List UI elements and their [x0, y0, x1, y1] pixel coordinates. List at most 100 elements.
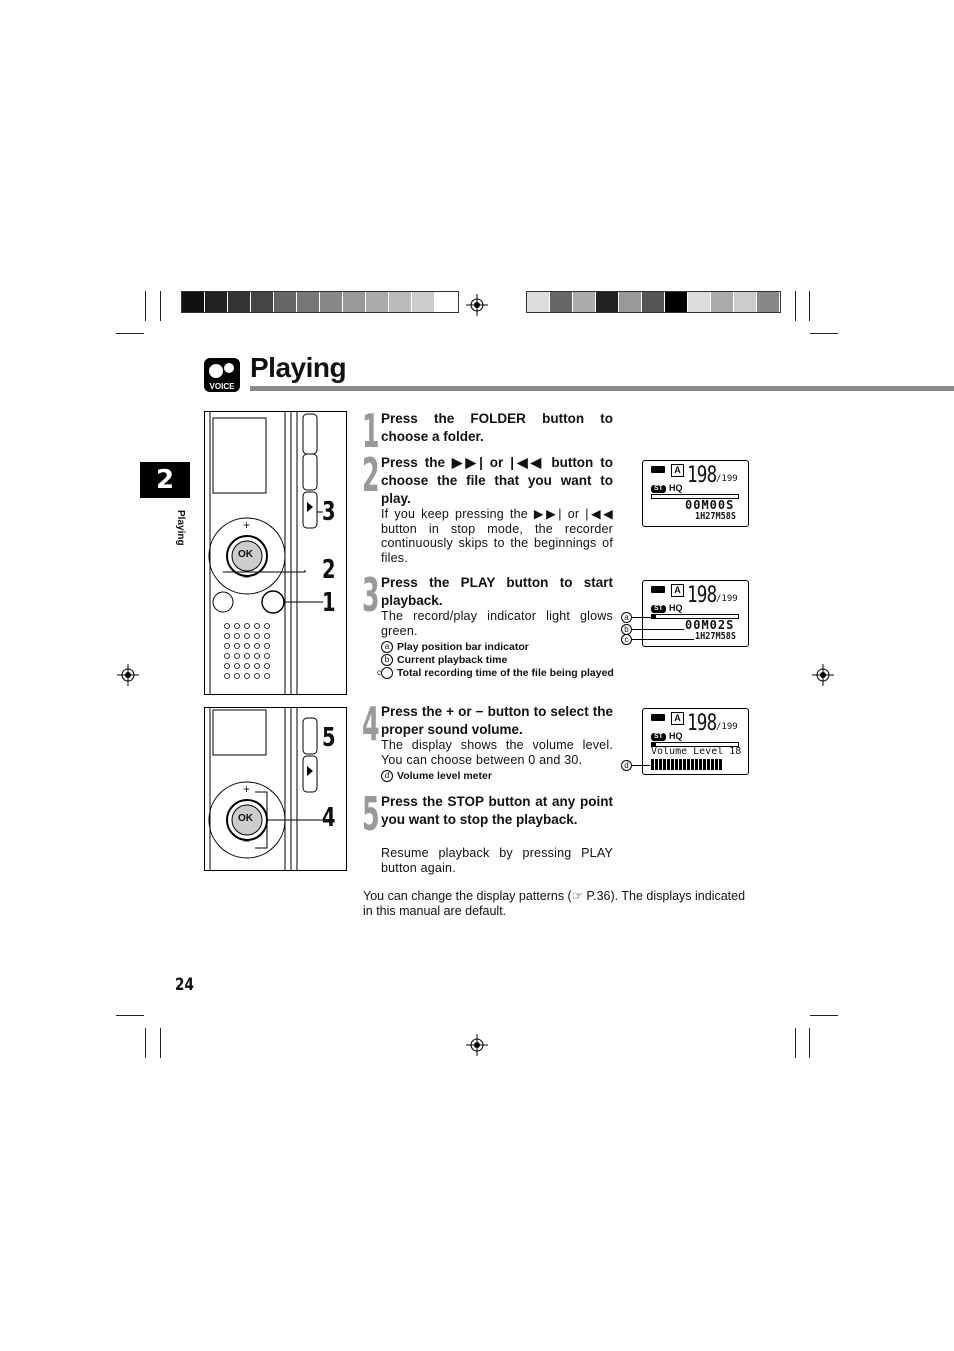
volume-bar — [675, 759, 678, 770]
volume-bar — [663, 759, 666, 770]
callout-label-c: c — [621, 634, 632, 645]
registration-target-icon — [466, 294, 488, 316]
stereo-badge: ST — [651, 605, 666, 613]
callout-3: 3 — [322, 497, 336, 527]
crop-mark — [809, 291, 810, 321]
legend-key: d — [381, 770, 393, 782]
file-length: 1H27M58S — [695, 631, 736, 642]
legend-text: Total recording time of the file being p… — [397, 667, 614, 679]
minus-label: − — [243, 570, 251, 584]
color-swatch — [182, 292, 205, 312]
volume-bar — [695, 759, 698, 770]
file-number: 198 — [687, 583, 717, 608]
file-number: 198 — [687, 711, 717, 736]
crop-mark — [145, 1028, 146, 1058]
voice-icon-text: VOICE — [210, 382, 236, 391]
color-swatch — [642, 292, 665, 312]
volume-bar — [707, 759, 710, 770]
mode-indicator: HQ — [669, 483, 683, 493]
color-swatch — [343, 292, 366, 312]
registration-strip-left — [181, 291, 459, 313]
pointer-line — [632, 629, 684, 630]
pointer-line — [632, 639, 694, 640]
file-length: 1H27M58S — [695, 511, 736, 522]
color-swatch — [228, 292, 251, 312]
battery-icon — [651, 714, 665, 721]
step-5-heading: Press the STOP button at any point you w… — [381, 794, 613, 827]
color-swatch — [274, 292, 297, 312]
volume-level-meter — [651, 759, 722, 770]
color-swatch — [297, 292, 320, 312]
volume-bar — [671, 759, 674, 770]
stereo-badge: ST — [651, 733, 666, 741]
volume-bar — [703, 759, 706, 770]
crop-mark — [795, 291, 796, 321]
color-swatch — [205, 292, 228, 312]
callout-1: 1 — [322, 588, 336, 618]
callout-2: 2 — [322, 555, 336, 585]
step-number-2: 2 — [362, 448, 380, 502]
crop-mark — [810, 1015, 838, 1016]
footer-note: You can change the display patterns (☞ P… — [363, 889, 746, 918]
color-swatch — [596, 292, 619, 312]
volume-bar — [651, 759, 654, 770]
total-files: /199 — [716, 722, 738, 732]
play-position-bar — [651, 494, 739, 499]
current-time: 00M02S — [685, 618, 735, 632]
step-2-heading: Press the ▶▶| or |◀◀ button to choose th… — [381, 455, 613, 506]
step-3-body: The record/play indicator light glows gr… — [381, 609, 613, 638]
volume-bar — [699, 759, 702, 770]
color-swatch — [366, 292, 389, 312]
stereo-badge: ST — [651, 485, 666, 493]
volume-bar — [687, 759, 690, 770]
plus-label: + — [243, 782, 251, 796]
color-swatch — [688, 292, 711, 312]
step-3-heading: Press the PLAY button to start playback. — [381, 575, 613, 608]
folder-indicator: A — [671, 584, 684, 597]
recorder-illustration-bottom: OK + − — [204, 707, 347, 871]
crop-mark — [795, 1028, 796, 1058]
play-position-fill — [652, 743, 657, 746]
minus-label: − — [243, 834, 251, 848]
title-rule — [250, 386, 954, 391]
callout-label-a: a — [621, 612, 632, 623]
callout-4: 4 — [322, 803, 336, 833]
color-swatch — [251, 292, 274, 312]
lcd-display-playing: A ST HQ 198 /199 00M02S 1H27M58S — [642, 580, 749, 647]
pointer-line — [632, 617, 652, 618]
pointer-line — [632, 765, 650, 766]
mode-indicator: HQ — [669, 603, 683, 613]
color-swatch — [573, 292, 596, 312]
crop-mark — [145, 291, 146, 321]
play-position-bar — [651, 742, 739, 747]
play-position-fill — [652, 615, 657, 618]
step-5-body: Resume playback by pressing PLAY button … — [381, 846, 613, 875]
crop-mark — [160, 1028, 161, 1058]
play-position-bar — [651, 614, 739, 619]
volume-bar — [683, 759, 686, 770]
color-swatch — [711, 292, 734, 312]
ok-button-label: OK — [238, 549, 253, 560]
color-swatch — [550, 292, 573, 312]
mode-indicator: HQ — [669, 731, 683, 741]
volume-bar — [719, 759, 722, 770]
color-swatch — [757, 292, 780, 312]
registration-strip-right — [526, 291, 781, 313]
legend-text: Play position bar indicator — [397, 641, 529, 653]
chapter-tab: 2 — [140, 462, 190, 498]
step-4-body: The display shows the volume level. You … — [381, 738, 613, 767]
step-number-1: 1 — [362, 404, 380, 458]
step-1-heading: Press the FOLDER button to choose a fold… — [381, 411, 613, 444]
lcd-display-volume: A ST HQ 198 /199 Volume Level 18 — [642, 708, 749, 775]
registration-target-icon — [466, 1034, 488, 1056]
color-swatch — [435, 292, 458, 312]
crop-mark — [810, 333, 838, 334]
volume-bar — [711, 759, 714, 770]
volume-bar — [659, 759, 662, 770]
current-time: 00M00S — [685, 498, 735, 512]
volume-text: Volume Level 18 — [651, 746, 742, 757]
crop-mark — [116, 333, 144, 334]
